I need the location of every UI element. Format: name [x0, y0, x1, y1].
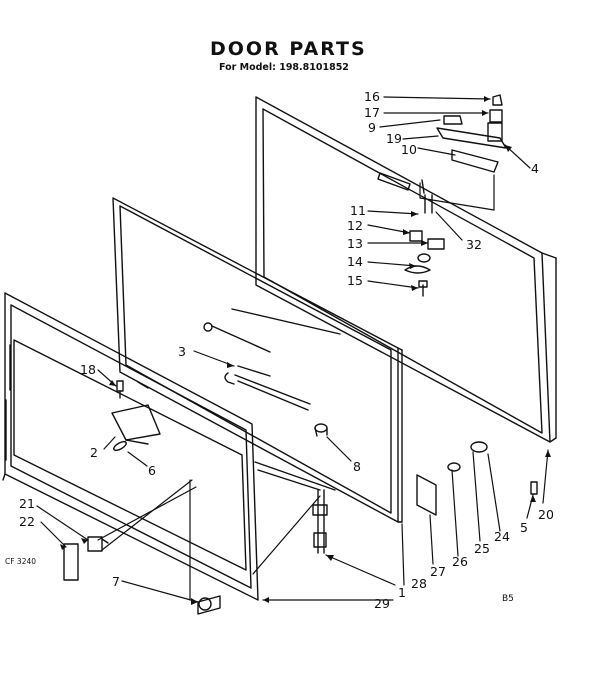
callout-16: 16 — [364, 89, 380, 104]
callout-11: 11 — [350, 203, 366, 218]
part-8-bumper — [314, 423, 328, 437]
part-1-hinge-spring — [254, 461, 336, 554]
callout-27: 27 — [430, 564, 446, 579]
callout-10: 10 — [401, 142, 417, 157]
callout-25: 25 — [474, 541, 490, 556]
inner-door-liner — [2, 292, 259, 601]
outer-door-panel — [255, 96, 557, 443]
part-7-knob — [197, 595, 221, 615]
callout-19: 19 — [386, 131, 402, 146]
callout-24: 24 — [494, 529, 510, 544]
callout-2: 2 — [90, 445, 98, 460]
callout-26: 26 — [452, 554, 468, 569]
callout-32: 32 — [466, 237, 482, 252]
glass-pack-frame — [112, 197, 403, 523]
callout-22: 22 — [19, 514, 35, 529]
callout-13: 13 — [347, 236, 363, 251]
latch-stack — [404, 194, 445, 297]
model-number: For Model: 198.8101852 — [219, 62, 349, 73]
part-2-latch — [111, 404, 161, 452]
callout-17: 17 — [364, 105, 380, 120]
callout-18: 18 — [80, 362, 96, 377]
hinge-assembly — [416, 441, 538, 516]
callout-20: 20 — [538, 507, 554, 522]
catalog-code: CF 3240 — [5, 557, 36, 566]
page-title: DOOR PARTS — [210, 38, 367, 60]
callout-14: 14 — [347, 254, 363, 269]
callout-3: 3 — [178, 344, 186, 359]
callout-28: 28 — [411, 576, 427, 591]
callout-21: 21 — [19, 496, 35, 511]
callout-5: 5 — [520, 520, 528, 535]
leader-arrowheads — [60, 96, 551, 605]
part-18-screw — [116, 380, 124, 399]
callout-6: 6 — [148, 463, 156, 478]
callout-29: 29 — [374, 596, 390, 611]
callout-12: 12 — [347, 218, 363, 233]
callout-4: 4 — [531, 161, 539, 176]
callout-8: 8 — [353, 459, 361, 474]
page-mark: B5 — [502, 594, 514, 604]
callout-1: 1 — [398, 585, 406, 600]
handle-hardware — [436, 94, 507, 173]
callout-9: 9 — [368, 120, 376, 135]
callout-numbers: 16 17 9 19 10 4 11 12 13 14 15 32 3 18 2… — [19, 89, 554, 611]
leader-lines — [36, 96, 549, 603]
callout-7: 7 — [112, 574, 120, 589]
callout-15: 15 — [347, 273, 363, 288]
part-3-spring-rod — [203, 308, 341, 411]
door-hinge-bracket — [63, 536, 109, 581]
